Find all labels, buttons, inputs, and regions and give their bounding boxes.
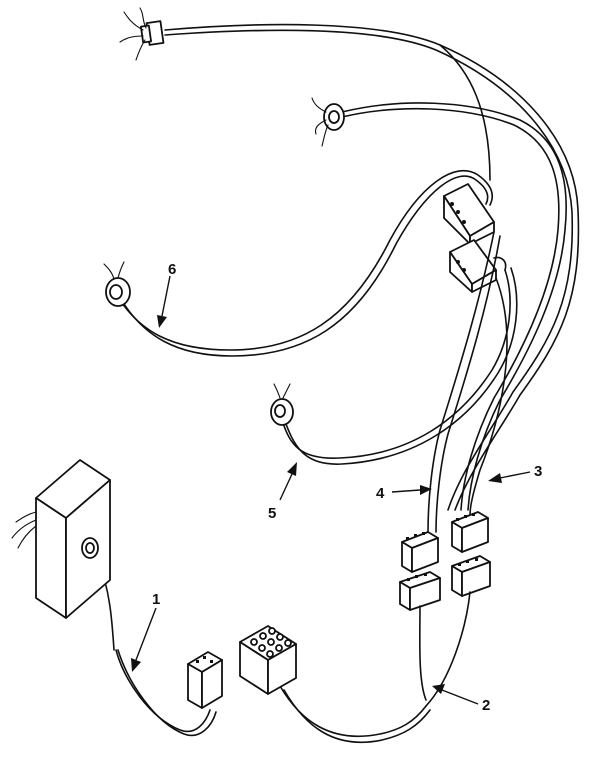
callout-3: 3 [488,463,542,483]
callout-2-label: 2 [482,697,490,714]
callout-1: 1 [131,591,160,672]
callout-3-label: 3 [534,463,542,480]
callout-6-label: 6 [168,261,176,278]
large-square-connector [239,625,297,695]
callout-5: 5 [268,462,297,522]
small-plug-connector [187,651,223,709]
callout-5-label: 5 [268,505,276,522]
harness-5 [270,256,518,465]
top-left-connector [119,7,165,61]
middle-top-harness [311,97,567,511]
junction-box [11,459,111,619]
top-round-connector [311,97,345,147]
connector-block-a [401,531,439,573]
callout-2: 2 [432,684,490,714]
callout-4: 4 [376,485,432,502]
connector-block-c [399,571,441,611]
round-connector-6 [103,261,131,307]
block-connector-lower [449,239,497,293]
harness-1 [97,559,223,737]
harness-3 [469,277,508,516]
connector-block-d [451,555,491,597]
harness-2 [279,591,471,744]
connector-block-b [451,511,489,553]
top-harness [119,7,580,511]
harness-6 [103,169,494,357]
round-connector-5 [270,383,294,426]
callout-1-label: 1 [152,591,160,608]
callout-6: 6 [157,261,176,328]
harness-4 [427,231,501,533]
callout-4-label: 4 [376,485,385,502]
